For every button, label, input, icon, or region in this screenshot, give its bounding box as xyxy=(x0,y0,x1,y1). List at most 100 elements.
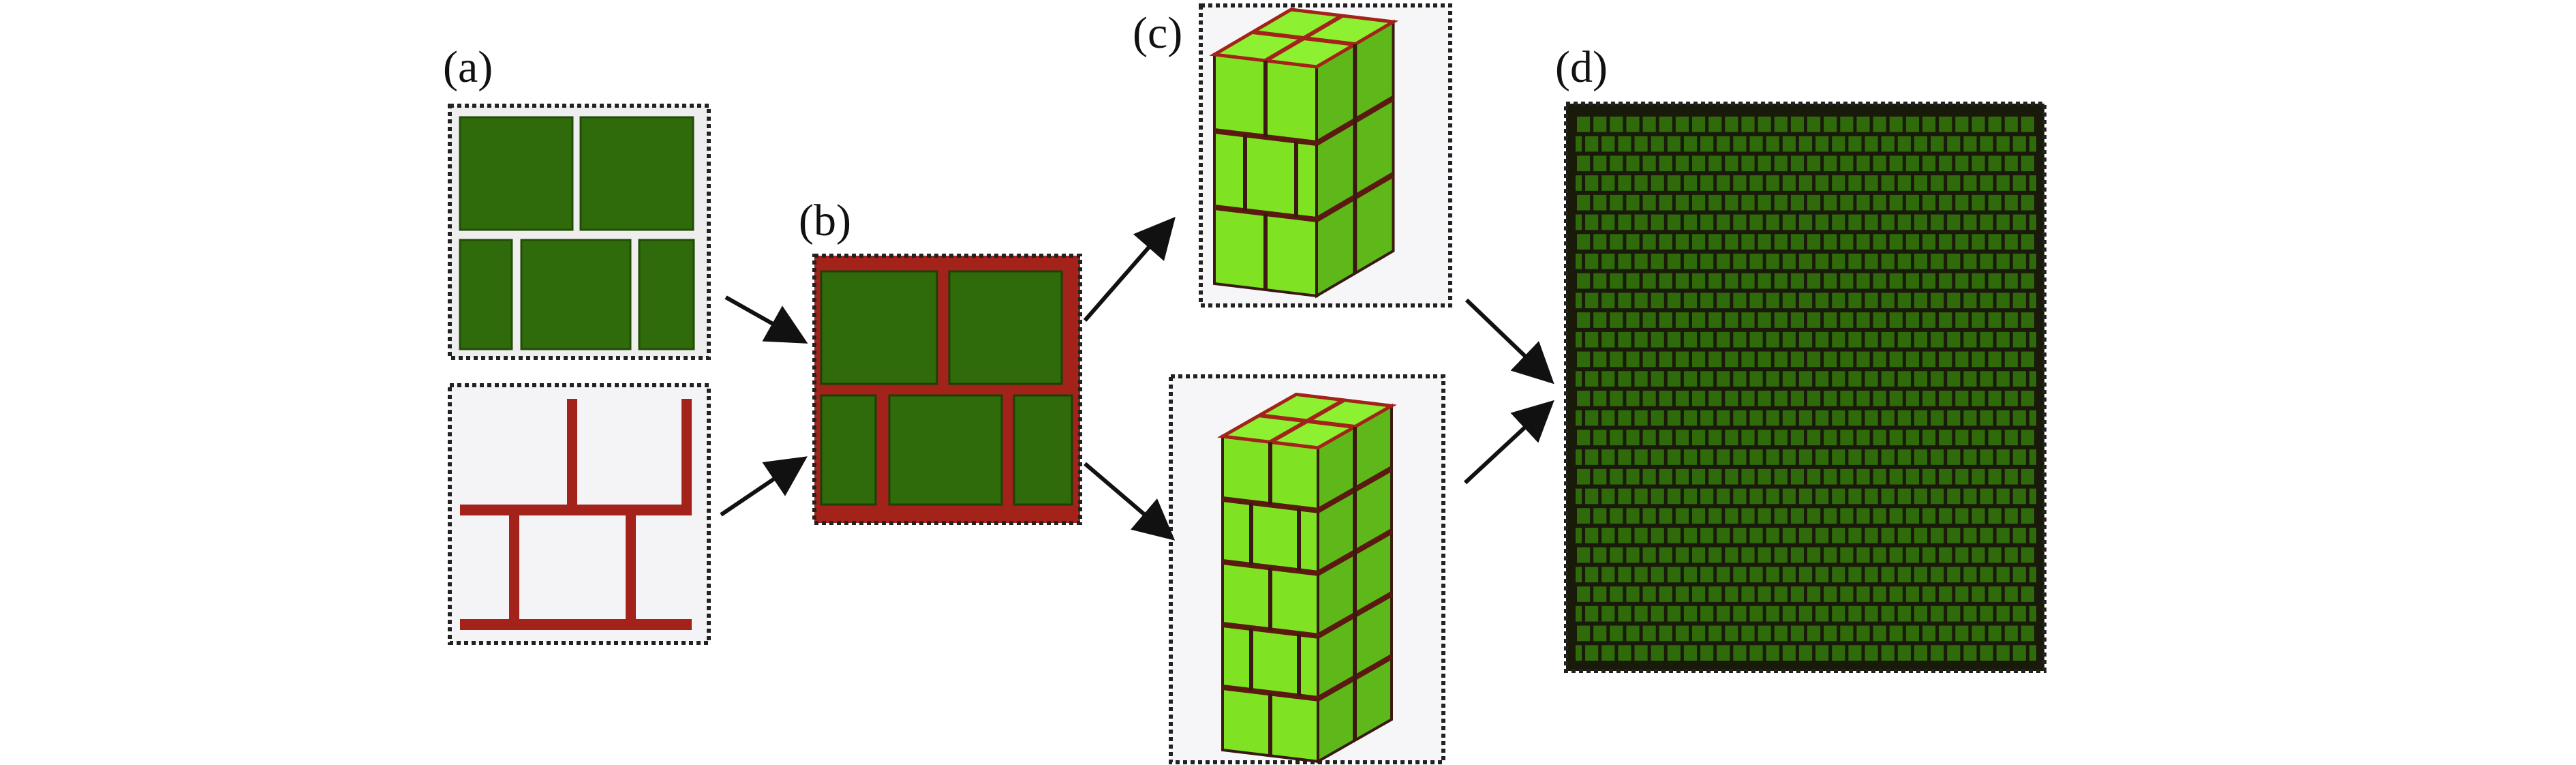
wall-brick xyxy=(1922,194,1936,211)
wall-brick xyxy=(1881,175,1895,191)
wall-brick xyxy=(1881,331,1895,348)
wall-brick xyxy=(1659,430,1672,446)
wall-brick xyxy=(1651,449,1664,465)
wall-brick xyxy=(2021,625,2034,642)
wall-brick xyxy=(1905,430,1919,446)
wall-brick xyxy=(2021,468,2034,485)
wall-brick xyxy=(1922,547,1936,563)
wall-brick xyxy=(1576,645,1582,661)
wall-brick xyxy=(1758,312,1771,328)
wall-brick xyxy=(1708,273,1722,289)
wall-brick xyxy=(1708,117,1722,132)
wall-brick xyxy=(2012,449,2026,465)
wall-brick xyxy=(2012,605,2026,622)
wall-brick xyxy=(1782,175,1796,191)
wall-brick xyxy=(1626,155,1640,172)
wall-brick xyxy=(1922,273,1936,289)
wall-brick xyxy=(1980,449,1993,465)
wall-brick xyxy=(1947,528,1961,543)
wall-brick xyxy=(1840,391,1854,406)
wall-brick xyxy=(1980,175,1993,191)
wall-brick xyxy=(1659,351,1672,368)
wall-brick xyxy=(1749,567,1763,583)
wall-brick xyxy=(1824,312,1837,328)
wall-brick xyxy=(1931,528,1944,543)
wall-brick xyxy=(1807,273,1821,289)
wall-brick xyxy=(1766,175,1779,191)
wall-brick xyxy=(1634,214,1648,230)
wall-brick xyxy=(1708,351,1722,368)
wall-brick xyxy=(2021,234,2034,250)
wall-brick xyxy=(1634,528,1648,543)
wall-brick xyxy=(1807,312,1821,328)
wall-brick xyxy=(1741,625,1755,642)
wall-brick xyxy=(1651,528,1664,543)
wall-brick xyxy=(1972,194,1985,211)
wall-brick xyxy=(1848,410,1862,426)
wall-brick xyxy=(1593,430,1607,446)
wall-brick xyxy=(1626,351,1640,368)
wall-brick xyxy=(1939,508,1952,524)
wall-brick xyxy=(1824,430,1837,446)
wall-brick xyxy=(1733,371,1747,387)
wall-brick xyxy=(1725,273,1738,289)
wall-brick xyxy=(1675,430,1689,446)
wall-brick xyxy=(1585,605,1599,622)
wall-brick xyxy=(1675,155,1689,172)
wall-brick xyxy=(1618,254,1631,269)
wall-brick xyxy=(1782,292,1796,309)
wall-brick xyxy=(1897,136,1911,152)
wall-brick xyxy=(1577,155,1591,172)
wall-brick xyxy=(1873,312,1886,328)
wall-brick xyxy=(1815,410,1829,426)
wall-brick xyxy=(1642,468,1656,485)
wall-brick xyxy=(1618,488,1631,505)
wall-brick xyxy=(1807,155,1821,172)
wall-brick xyxy=(1717,449,1730,465)
wall-brick xyxy=(1996,645,2010,661)
wall-brick xyxy=(1865,175,1878,191)
wall-brick xyxy=(1651,136,1664,152)
wall-brick xyxy=(1577,273,1591,289)
wall-brick xyxy=(2029,175,2036,191)
wall-brick xyxy=(1905,625,1919,642)
wall-brick xyxy=(1922,312,1936,328)
wall-brick xyxy=(1725,391,1738,406)
wall-brick xyxy=(1700,331,1714,348)
wall-brick xyxy=(1683,214,1698,230)
wall-brick xyxy=(1914,567,1928,583)
wall-brick xyxy=(1873,508,1886,524)
wall-brick xyxy=(2021,194,2034,211)
wall-brick xyxy=(1873,234,1886,250)
wall-brick xyxy=(1897,214,1911,230)
wall-brick xyxy=(1741,234,1755,250)
wall-brick xyxy=(1601,645,1615,661)
wall-brick xyxy=(1815,567,1829,583)
wall-brick xyxy=(1758,586,1771,602)
wall-brick xyxy=(1922,625,1936,642)
wall-brick xyxy=(1955,234,1969,250)
wall-brick xyxy=(1717,488,1730,505)
wall-brick xyxy=(1922,468,1936,485)
wall-brick xyxy=(1576,449,1582,465)
panel-c-column-short xyxy=(1199,3,1452,308)
wall-brick xyxy=(1774,155,1788,172)
wall-brick xyxy=(1931,645,1944,661)
wall-brick xyxy=(1972,312,1985,328)
wall-brick xyxy=(1766,410,1779,426)
wall-brick xyxy=(1931,214,1944,230)
wall-brick xyxy=(1651,410,1664,426)
wall-brick xyxy=(1766,488,1779,505)
wall-brick xyxy=(1576,136,1582,152)
wall-brick xyxy=(1577,508,1591,524)
wall-brick xyxy=(1865,136,1878,152)
wall-brick xyxy=(1741,508,1755,524)
wall-brick xyxy=(1675,234,1689,250)
wall-brick xyxy=(1832,449,1845,465)
wall-brick xyxy=(1585,645,1599,661)
wall-brick xyxy=(2029,410,2036,426)
wall-brick xyxy=(1675,625,1689,642)
wall-brick xyxy=(2021,117,2034,132)
wall-brick xyxy=(1832,254,1845,269)
wall-brick xyxy=(1848,371,1862,387)
